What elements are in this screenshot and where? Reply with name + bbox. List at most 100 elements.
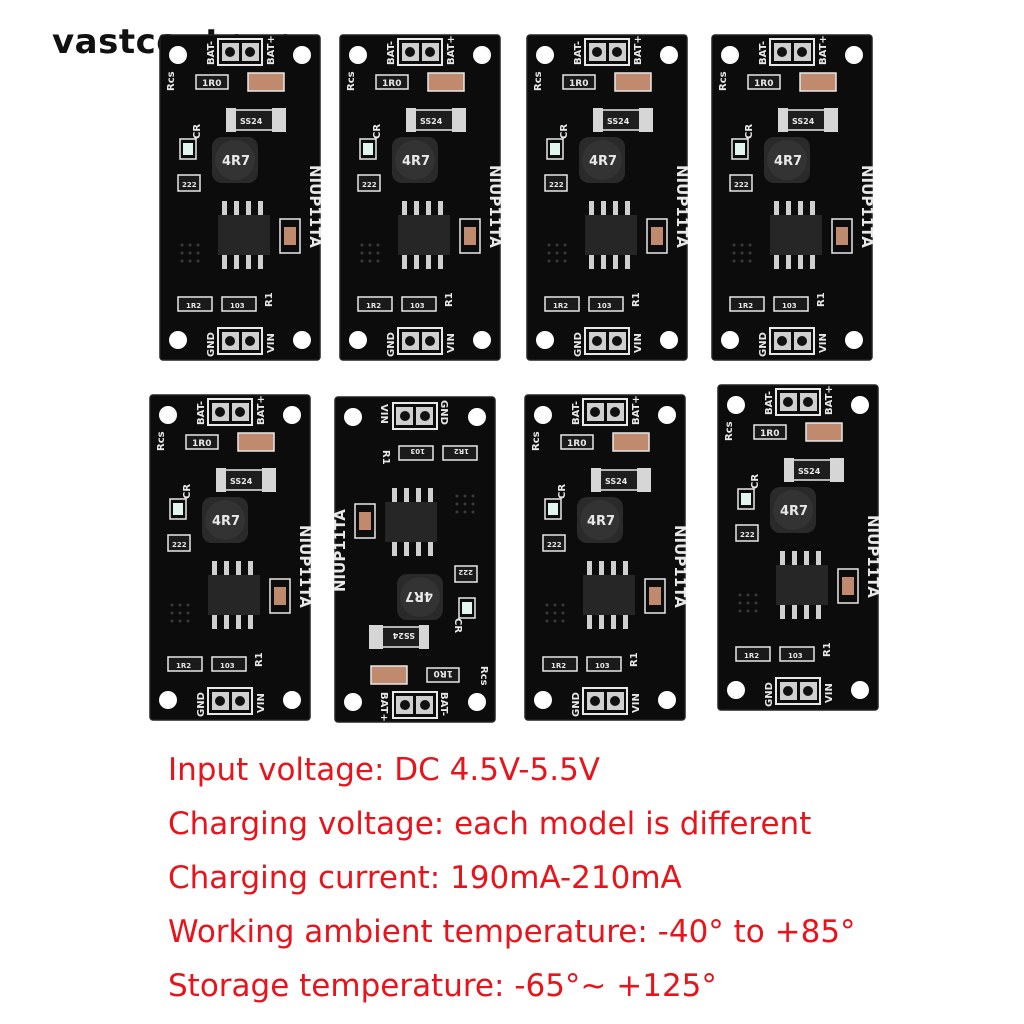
resistor-value-label: 1R2 [744,652,759,660]
bat-pos-label: BAT+ [266,35,277,65]
gnd-label: GND [571,692,582,717]
bat-neg-label: BAT- [571,401,582,425]
vin-label: VIN [446,333,457,353]
cr-label: CR [192,124,203,139]
vin-label: VIN [378,404,389,424]
bat-neg-label: BAT- [573,41,584,65]
bat-neg-label: BAT- [386,41,397,65]
bat-pos-label: BAT+ [818,35,829,65]
model-label: NIUP11TA [306,165,324,248]
diode-label: SS24 [392,631,415,640]
diode-label: SS24 [230,477,253,486]
bat-pos-label: BAT+ [824,385,835,415]
diode-label: SS24 [420,117,443,126]
cr-label: CR [557,484,568,499]
diode-label: SS24 [240,117,263,126]
gnd-label: GND [573,332,584,357]
vin-label: VIN [266,333,277,353]
pcb-board [159,34,321,361]
bat-pos-label: BAT+ [446,35,457,65]
rcs-value-label: 1R0 [569,79,588,89]
resistor-value-label: 222 [549,181,564,189]
rcs-value-label: 1R0 [760,429,779,439]
spec-charging-voltage: Charging voltage: each model is differen… [168,806,812,842]
vin-label: VIN [631,693,642,713]
gnd-label: GND [758,332,769,357]
resistor-value-label: 1R2 [454,447,469,455]
cr-label: CR [559,124,570,139]
cr-label: CR [452,618,463,633]
resistor-value-label: 103 [788,652,803,660]
resistor-value-label: 222 [172,541,187,549]
rcs-label: Rcs [478,666,489,686]
rcs-label: Rcs [156,431,167,451]
resistor-value-label: 1R2 [176,662,191,670]
rcs-value-label: 1R0 [192,439,211,449]
resistor-value-label: 222 [182,181,197,189]
rcs-label: Rcs [531,431,542,451]
gnd-label: GND [438,400,449,425]
rcs-label: Rcs [724,421,735,441]
gnd-label: GND [386,332,397,357]
bat-pos-label: BAT+ [256,395,267,425]
bat-pos-label: BAT+ [633,35,644,65]
pcb-board [339,34,501,361]
rcs-value-label: 1R0 [567,439,586,449]
resistor-value-label: 222 [362,181,377,189]
resistor-value-label: 222 [734,181,749,189]
gnd-label: GND [206,332,217,357]
model-label: NIUP11TA [296,525,314,608]
inductor-label: 4R7 [405,588,433,603]
vin-label: VIN [633,333,644,353]
bat-neg-label: BAT- [206,41,217,65]
cr-label: CR [744,124,755,139]
cr-label: CR [372,124,383,139]
spec-storage-temperature: Storage temperature: -65°~ +125° [168,968,717,1004]
bat-pos-label: BAT+ [378,692,389,722]
resistor-value-label: 103 [410,302,425,310]
resistor-value-label: 1R2 [366,302,381,310]
bat-neg-label: BAT- [764,391,775,415]
resistor-value-label: 1R2 [738,302,753,310]
inductor-label: 4R7 [774,154,802,169]
model-label: NIUP11TA [673,165,691,248]
vin-label: VIN [818,333,829,353]
resistor-value-label: 103 [220,662,235,670]
gnd-label: GND [764,682,775,707]
r1-label: R1 [264,292,275,307]
inductor-label: 4R7 [587,514,615,529]
pcb-board [149,394,311,721]
bat-neg-label: BAT- [196,401,207,425]
pcb-board [711,34,873,361]
rcs-value-label: 1R0 [434,668,453,678]
rcs-label: Rcs [166,71,177,91]
model-label: NIUP11TA [671,525,689,608]
diode-label: SS24 [798,467,821,476]
inductor-label: 4R7 [222,154,250,169]
cr-label: CR [750,474,761,489]
r1-label: R1 [380,450,391,465]
spec-charging-current: Charging current: 190mA-210mA [168,860,682,896]
cr-label: CR [182,484,193,499]
r1-label: R1 [631,292,642,307]
rcs-label: Rcs [346,71,357,91]
rcs-label: Rcs [533,71,544,91]
pcb-board [717,384,879,711]
resistor-value-label: 222 [740,531,755,539]
vin-label: VIN [256,693,267,713]
rcs-value-label: 1R0 [202,79,221,89]
pcb-board-flipped [334,396,496,723]
gnd-label: GND [196,692,207,717]
r1-label: R1 [254,652,265,667]
model-label: NIUP11TA [858,165,876,248]
resistor-value-label: 103 [595,662,610,670]
bat-neg-label: BAT- [758,41,769,65]
spec-ambient-temperature: Working ambient temperature: -40° to +85… [168,914,856,950]
